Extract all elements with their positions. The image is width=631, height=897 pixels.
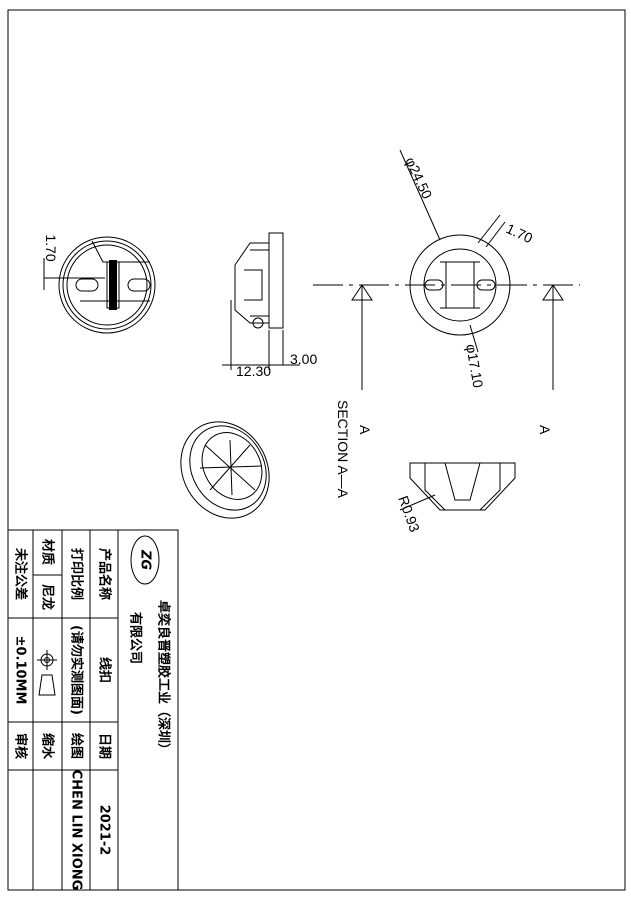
print-scale-label: 打印比例 [69,548,85,600]
side-length-dimension: 12.30 [236,363,271,379]
tolerance-label: 未注公差 [13,547,29,600]
company-name: 卓奕良晋塑胶工业（深圳） [156,600,172,756]
review-label: 审核 [13,733,29,759]
product-name-value: 线扣 [97,657,113,683]
slot-width-dimension: 1.70 [504,220,536,246]
outer-diameter-dimension: φ24.50 [402,155,435,202]
radius-dimension: R0.93 [395,494,423,535]
cut-label-left: A [357,425,373,435]
company-logo [130,535,160,585]
front-gap-dimension: 1.70 [43,234,59,261]
drawing-border [7,9,626,891]
isometric-view [180,421,270,519]
projection-symbol-icon [37,650,57,696]
section-plan-view: φ24.50 1.70 φ17.10 A A [313,149,580,435]
drawn-by-value: CHEN LIN XIONG [69,770,84,891]
front-view: 1.70 [43,234,156,334]
drawn-by-label: 绘图 [69,733,85,759]
print-scale-value: (请勿实测图面) [69,625,85,715]
company-name-line2: 有限公司 [128,612,144,664]
cut-label-right: A [537,425,553,435]
tolerance-value: ±0.10MM [13,636,28,705]
date-value: 2021-2 [97,805,112,856]
section-view: R0.93 [395,462,516,535]
material-label: 材质 [40,539,56,565]
inner-diameter-dimension: φ17.10 [463,343,486,389]
section-title: SECTION A—A [335,400,351,499]
material-value: 尼龙 [40,584,56,610]
logo-text: ZG [138,549,153,570]
side-view: 12.30 3.00 [222,232,317,379]
title-block: ZG 卓奕良晋塑胶工业（深圳） 有限公司 产品名称 线扣 日期 2021-2 打… [7,529,179,891]
side-flange-dimension: 3.00 [290,351,317,367]
shrinkage-label: 缩水 [40,733,56,760]
date-label: 日期 [97,733,112,759]
product-name-label: 产品名称 [97,548,113,600]
